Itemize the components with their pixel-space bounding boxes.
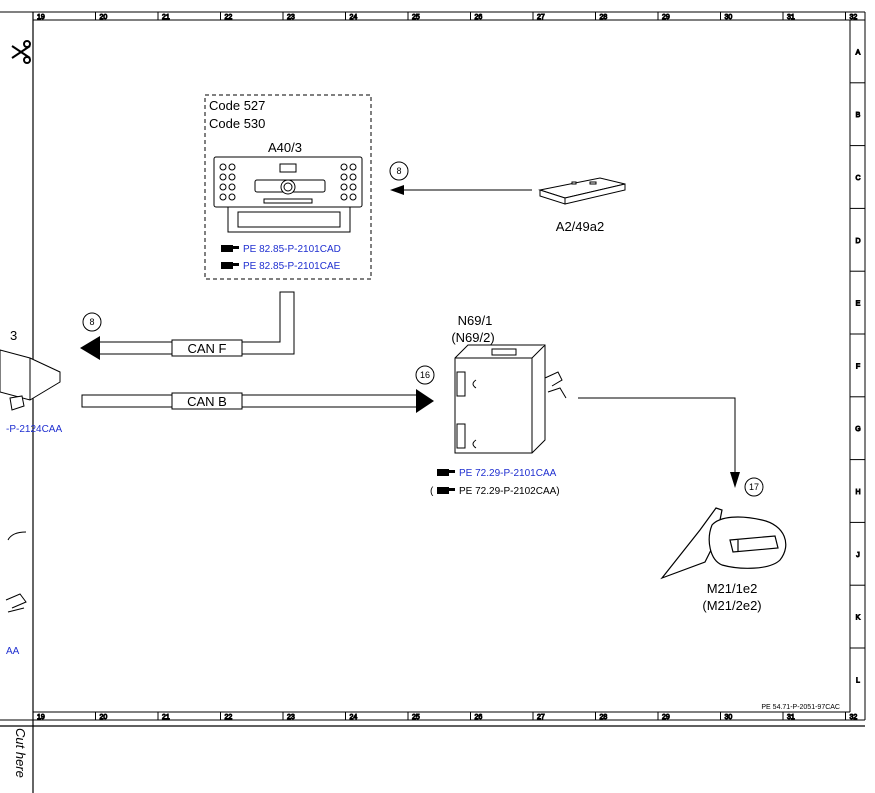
top-column-number: 27 xyxy=(537,14,545,21)
can-b-arrowhead xyxy=(416,389,434,413)
antenna-signal-arrowhead xyxy=(390,185,404,195)
radio-label: A40/3 xyxy=(268,140,302,155)
row-letter: F xyxy=(856,363,860,370)
top-column-number: 19 xyxy=(37,14,45,21)
frame xyxy=(0,11,866,793)
ref-hand-icon xyxy=(221,245,239,252)
module-label-1: N69/1 xyxy=(458,313,493,328)
bottom-column-number: 26 xyxy=(475,714,483,721)
top-column-number: 32 xyxy=(850,14,858,21)
scissors-icon xyxy=(11,40,31,64)
can-f-label: CAN F xyxy=(188,341,227,356)
row-letter: D xyxy=(855,238,860,245)
svg-text:8: 8 xyxy=(396,166,401,176)
bottom-column-number: 24 xyxy=(350,714,358,721)
radio-ref-1[interactable]: PE 82.85-P-2101CAD xyxy=(243,244,341,255)
row-letter: B xyxy=(856,112,861,119)
row-letter: K xyxy=(856,615,861,622)
left-partial-curve xyxy=(7,531,27,541)
row-ticks: A B C D E F G H J K L xyxy=(850,19,865,685)
antenna-module-icon xyxy=(538,177,626,205)
connector-8-left: 8 xyxy=(82,312,102,332)
mirror-icon xyxy=(660,507,787,580)
bottom-column-ticks: 19 20 21 22 23 24 25 26 27 28 29 30 31 32 xyxy=(32,712,858,722)
mirror-signal-line xyxy=(578,397,736,474)
left-component-number: 3 xyxy=(10,328,17,343)
bottom-column-number: 22 xyxy=(225,714,233,721)
can-b-label: CAN B xyxy=(187,394,227,409)
top-column-number: 31 xyxy=(787,14,795,21)
bottom-column-number: 25 xyxy=(412,714,420,721)
left-module-partial-icon xyxy=(0,349,61,411)
mirror-label-2: (M21/2e2) xyxy=(702,598,761,613)
module-ref-2-prefix: ( xyxy=(430,486,434,497)
top-column-number: 30 xyxy=(725,14,733,21)
row-letter: C xyxy=(855,175,860,182)
bottom-column-number: 30 xyxy=(725,714,733,721)
connector-8-top: 8 xyxy=(389,161,409,181)
bottom-column-number: 29 xyxy=(662,714,670,721)
radio-unit: Code 527 Code 530 A40/3 PE 82.85-P-2101C… xyxy=(204,94,372,280)
row-letter: E xyxy=(856,301,861,308)
connector-16: 16 xyxy=(415,365,435,385)
can-b-bus: CAN B xyxy=(81,389,434,413)
module-ref-1[interactable]: PE 72.29-P-2101CAA xyxy=(459,468,557,479)
door-control-module-icon xyxy=(454,344,567,454)
top-column-number: 21 xyxy=(162,14,170,21)
row-letter: L xyxy=(856,677,860,684)
ref-hand-icon xyxy=(221,262,239,269)
bottom-column-number: 31 xyxy=(787,714,795,721)
row-letter: H xyxy=(855,489,860,496)
left-ref-1[interactable]: -P-2124CAA xyxy=(6,424,62,435)
svg-text:16: 16 xyxy=(420,370,430,380)
svg-text:17: 17 xyxy=(749,482,759,492)
bottom-column-number: 19 xyxy=(37,714,45,721)
bottom-column-number: 23 xyxy=(287,714,295,721)
svg-text:8: 8 xyxy=(89,317,94,327)
bottom-column-number: 28 xyxy=(600,714,608,721)
bottom-column-number: 21 xyxy=(162,714,170,721)
doc-id: PE 54.71-P-2051-97CAC xyxy=(761,704,840,711)
can-f-bus: CAN F xyxy=(80,291,295,360)
module-label-2: (N69/2) xyxy=(451,330,494,345)
top-column-number: 26 xyxy=(475,14,483,21)
row-letter: A xyxy=(856,49,861,56)
row-letter: J xyxy=(856,552,860,559)
module-ref-2[interactable]: PE 72.29-P-2102CAA) xyxy=(459,486,560,497)
left-ref-2[interactable]: AA xyxy=(6,646,20,657)
cut-here-label: Cut here xyxy=(13,728,28,778)
radio-icon xyxy=(213,156,363,233)
top-column-number: 29 xyxy=(662,14,670,21)
radio-ref-2[interactable]: PE 82.85-P-2101CAE xyxy=(243,261,341,272)
left-partial-shape xyxy=(5,593,27,613)
top-column-number: 28 xyxy=(600,14,608,21)
connector-17: 17 xyxy=(744,477,764,497)
bottom-column-number: 27 xyxy=(537,714,545,721)
ref-hand-icon xyxy=(437,487,455,494)
top-column-number: 24 xyxy=(350,14,358,21)
top-column-number: 20 xyxy=(100,14,108,21)
code-527: Code 527 xyxy=(209,98,265,113)
can-f-arrowhead xyxy=(80,336,100,360)
row-letter: G xyxy=(855,426,860,433)
mirror-label-1: M21/1e2 xyxy=(707,581,758,596)
top-column-number: 22 xyxy=(225,14,233,21)
top-column-number: 25 xyxy=(412,14,420,21)
bottom-column-number: 32 xyxy=(850,714,858,721)
bottom-column-number: 20 xyxy=(100,714,108,721)
ref-hand-icon xyxy=(437,469,455,476)
code-530: Code 530 xyxy=(209,116,265,131)
top-column-ticks: 19 20 21 22 23 24 25 26 27 28 29 30 31 32 xyxy=(32,12,858,22)
mirror-signal-arrowhead xyxy=(730,472,740,488)
top-column-number: 23 xyxy=(287,14,295,21)
antenna-label: A2/49a2 xyxy=(556,219,604,234)
